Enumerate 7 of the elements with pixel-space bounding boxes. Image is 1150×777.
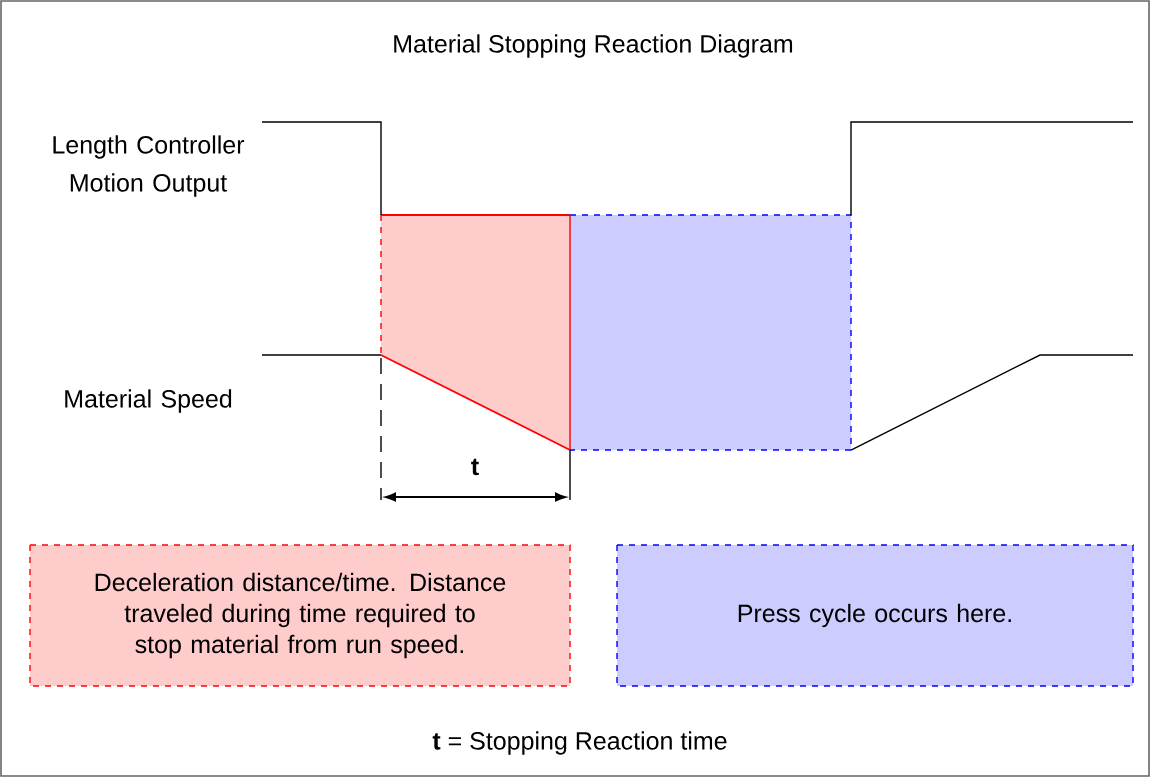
signal-label: Material Speed [65,389,232,413]
signal-label: Length Controller Motion Output [53,135,245,197]
text-box: Deceleration distance/time. Distance traveled during time required to stop material from run speed. [29,544,571,687]
title: Material Stopping Reaction Diagram [394,34,793,58]
text-box: Press cycle occurs here. [616,544,1134,687]
dimension-label: t [471,458,479,476]
caption: t = Stopping Reaction time [432,731,727,755]
